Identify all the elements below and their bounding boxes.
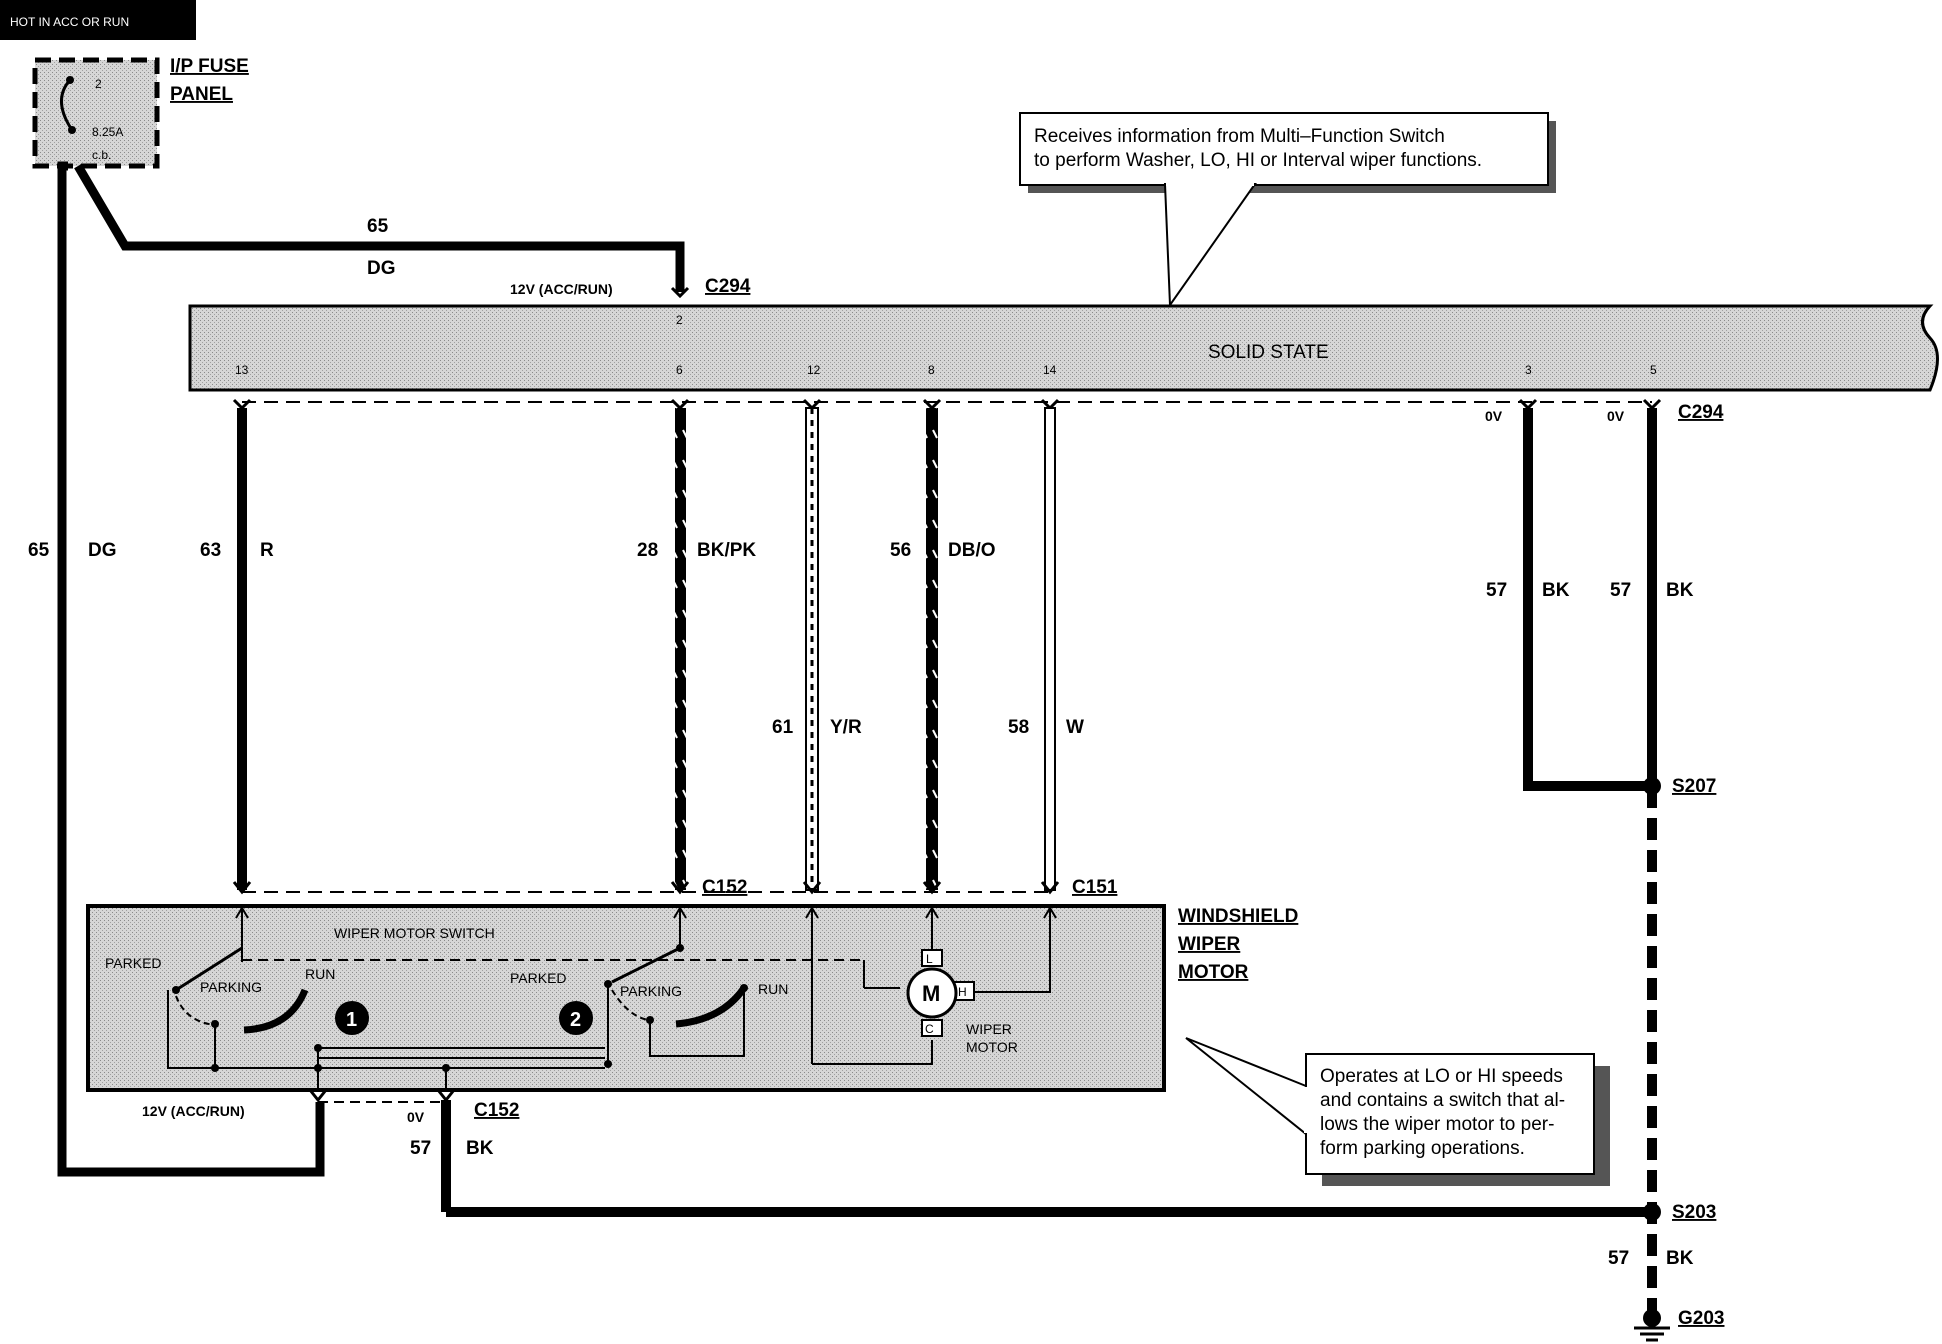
wire-58-color: W	[1066, 717, 1084, 738]
wire-28	[670, 398, 690, 895]
run-1: RUN	[305, 966, 335, 982]
wire-57d-color: BK	[1666, 1248, 1694, 1269]
wire-61	[802, 398, 822, 895]
fuse-number: 2	[95, 77, 102, 91]
wire-58-num: 58	[1008, 717, 1029, 738]
voltage-12v-bottom: 12V (ACC/RUN)	[142, 1103, 245, 1119]
callout-bottom: Operates at LO or HI speeds and contains…	[1185, 1037, 1610, 1186]
callout-bottom-line4: form parking operations.	[1320, 1138, 1525, 1159]
wire-56	[922, 398, 942, 895]
callout-bottom-line1: Operates at LO or HI speeds	[1320, 1066, 1563, 1087]
wire-65-left	[57, 161, 325, 1177]
wire-65-top-num: 65	[367, 216, 389, 237]
wire-57b-num: 57	[1610, 580, 1631, 601]
splice-s207-label: S207	[1672, 776, 1716, 797]
wire-57b-color: BK	[1666, 580, 1694, 601]
module-pin-5: 5	[1650, 363, 1657, 377]
callout-top-line2: to perform Washer, LO, HI or Interval wi…	[1034, 150, 1482, 171]
wire-61-num: 61	[772, 717, 794, 738]
module-pin-12: 12	[807, 363, 821, 377]
wiper-motor-title-1: WINDSHIELD	[1178, 906, 1298, 927]
wiper-motor-box: WIPER MOTOR SWITCH PARKED PARKING RUN	[86, 904, 1166, 1092]
callout-top: Receives information from Multi–Function…	[1019, 112, 1556, 308]
wire-65-left-num: 65	[28, 540, 50, 561]
wire-63	[232, 398, 252, 895]
callout-top-line1: Receives information from Multi–Function…	[1034, 126, 1445, 147]
wire-58	[1040, 398, 1060, 895]
module-pin-14: 14	[1043, 363, 1057, 377]
callout-bottom-line3: lows the wiper motor to per-	[1320, 1114, 1554, 1135]
voltage-0v-pin5: 0V	[1607, 408, 1625, 424]
module-pin-6: 6	[676, 363, 683, 377]
wire-63-num: 63	[200, 540, 221, 561]
voltage-0v-pin3: 0V	[1485, 408, 1503, 424]
wire-56-color: DB/O	[948, 540, 996, 561]
callout-bottom-line2: and contains a switch that al-	[1320, 1090, 1565, 1111]
fuse-panel: 2 8.25A c.b.	[32, 57, 160, 169]
connector-c151: C151	[1072, 877, 1118, 898]
badge-1: 1	[346, 1009, 357, 1031]
fuse-panel-title-2: PANEL	[170, 84, 233, 105]
wire-57-pin5	[1642, 398, 1662, 1312]
wire-57c-num: 57	[410, 1138, 431, 1159]
terminal-l: L	[926, 952, 933, 966]
wire-57d-num: 57	[1608, 1248, 1629, 1269]
wiper-motor-title-3: MOTOR	[1178, 962, 1249, 983]
run-2: RUN	[758, 981, 788, 997]
wire-65-top	[74, 163, 685, 292]
parking-2: PARKING	[620, 983, 682, 999]
wiper-motor-switch-label: WIPER MOTOR SWITCH	[334, 925, 495, 941]
module-pin-3: 3	[1525, 363, 1532, 377]
module-pin-13: 13	[235, 363, 249, 377]
wire-28-num: 28	[637, 540, 658, 561]
module-pin-top: 2	[676, 313, 683, 327]
splice-s203	[1643, 1203, 1661, 1221]
parking-1: PARKING	[200, 979, 262, 995]
ground-g203-label: G203	[1678, 1308, 1724, 1329]
parked-2: PARKED	[510, 970, 567, 986]
parked-1: PARKED	[105, 955, 162, 971]
splice-s207	[1643, 777, 1661, 795]
fuse-panel-title-1: I/P FUSE	[170, 56, 249, 77]
fuse-type: c.b.	[92, 148, 111, 162]
solid-state-module: SOLID STATE 2 13 6 12 8 14 3 5	[188, 304, 1939, 392]
connector-c294-top: C294	[705, 276, 751, 297]
terminal-h: H	[958, 985, 967, 999]
connector-c152-bottom: C152	[474, 1100, 519, 1121]
splice-s203-label: S203	[1672, 1202, 1716, 1223]
connector-c152-top: C152	[702, 877, 747, 898]
badge-2: 2	[570, 1009, 581, 1031]
motor-symbol: M	[922, 981, 940, 1006]
wire-63-color: R	[260, 540, 274, 561]
motor-label-1: WIPER	[966, 1021, 1012, 1037]
wire-61-color: Y/R	[830, 717, 862, 738]
wire-57a-color: BK	[1542, 580, 1570, 601]
motor-label-2: MOTOR	[966, 1039, 1018, 1055]
ground-g203	[1634, 1309, 1670, 1342]
connector-c294-bottom: C294	[1678, 402, 1724, 423]
motor-icon	[906, 967, 958, 1019]
voltage-12v-top: 12V (ACC/RUN)	[510, 281, 613, 297]
module-pin-8: 8	[928, 363, 935, 377]
wire-28-color: BK/PK	[697, 540, 756, 561]
wiper-motor-title-2: WIPER	[1178, 934, 1241, 955]
voltage-0v-c152: 0V	[407, 1109, 425, 1125]
wire-57-pin3	[1518, 398, 1652, 791]
wire-65-left-color: DG	[88, 540, 117, 561]
hot-in-acc-run-tag: HOT IN ACC OR RUN	[0, 0, 196, 40]
terminal-c: C	[925, 1022, 934, 1036]
wire-56-num: 56	[890, 540, 911, 561]
wire-57a-num: 57	[1486, 580, 1507, 601]
hot-tag-text: HOT IN ACC OR RUN	[10, 15, 129, 29]
wire-65-top-color: DG	[367, 258, 396, 279]
module-label: SOLID STATE	[1208, 342, 1329, 363]
fuse-rating: 8.25A	[92, 125, 123, 139]
wire-57c-color: BK	[466, 1138, 494, 1159]
